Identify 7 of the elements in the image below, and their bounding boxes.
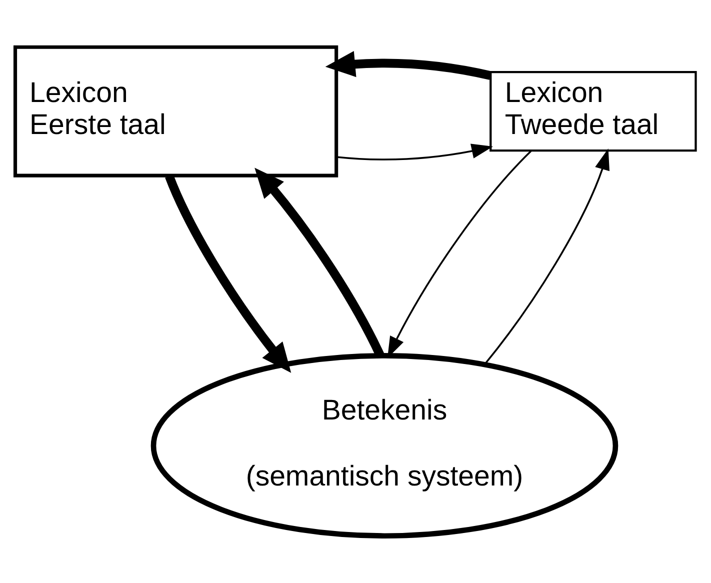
- node-box: Lexicon Eerste taal: [13, 45, 338, 178]
- arrow: [165, 174, 292, 373]
- arrow: [325, 51, 492, 80]
- node-ellipse: Betekenis (semantisch systeem): [150, 353, 618, 539]
- arrow: [336, 144, 493, 160]
- node-box: Lexicon Tweede taal: [490, 71, 697, 152]
- arrow: [484, 148, 610, 366]
